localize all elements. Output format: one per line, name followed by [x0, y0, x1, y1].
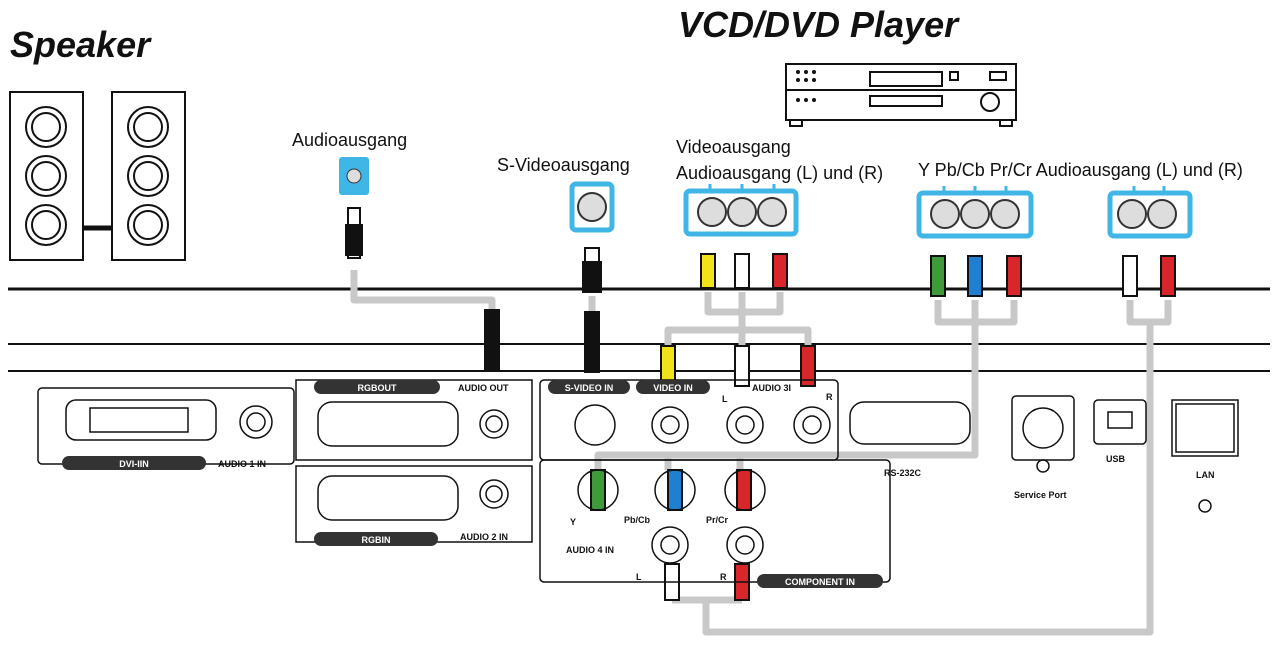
- audio-out-panel-label: AUDIO OUT: [458, 383, 509, 393]
- service-port-label: Service Port: [1014, 490, 1067, 500]
- dvi-in-label: DVI-IIN: [119, 459, 149, 469]
- audio1-in-label: AUDIO 1 IN: [218, 459, 266, 469]
- audio3-l-label: L: [722, 394, 728, 404]
- video-audio-out-label: Audioausgang (L) und (R): [676, 163, 884, 183]
- video-out-label: Videoausgang: [676, 137, 791, 157]
- audio2-in-label: AUDIO 2 IN: [460, 532, 508, 542]
- audio-lr-jacks-highlight: [1107, 190, 1193, 239]
- audio3-in-label: AUDIO 3I: [752, 383, 791, 393]
- speaker-heading: Speaker: [10, 24, 151, 65]
- component-pr-label: Pr/Cr: [706, 515, 729, 525]
- source-jacks: [339, 157, 1193, 239]
- audio4-in-label: AUDIO 4 IN: [566, 545, 614, 555]
- dvd-player-icon: [785, 63, 1017, 127]
- audio-cable: [350, 270, 496, 330]
- speaker-pair-icon: [9, 91, 186, 261]
- component-y-label: Y: [570, 517, 576, 527]
- plugs: [345, 207, 1176, 601]
- panel-label-bars: [62, 380, 883, 588]
- component-in-label: COMPONENT IN: [785, 577, 855, 587]
- audio3-r-label: R: [826, 392, 833, 402]
- av-cable-top-left: [704, 292, 746, 316]
- rgb-out-label: RGBOUT: [358, 383, 397, 393]
- lan-label: LAN: [1196, 470, 1215, 480]
- audio4-l-label: L: [636, 572, 642, 582]
- svideo-jack-highlight: [569, 181, 615, 233]
- player-heading: VCD/DVD Player: [678, 4, 959, 45]
- component-audio-out-label: Y Pb/Cb Pr/Cr Audioausgang (L) und (R): [918, 160, 1243, 180]
- rs232c-label: RS-232C: [884, 468, 922, 478]
- svideo-in-label: S-VIDEO IN: [565, 383, 614, 393]
- usb-label: USB: [1106, 454, 1126, 464]
- svideo-out-label: S-Videoausgang: [497, 155, 630, 175]
- panel-rules: [8, 287, 1270, 372]
- video-in-label: VIDEO IN: [653, 383, 693, 393]
- audio4-r-label: R: [720, 572, 727, 582]
- audio-out-label: Audioausgang: [292, 130, 408, 150]
- panel-text: DVI-IIN AUDIO 1 IN RGBOUT AUDIO OUT RGBI…: [119, 383, 1214, 587]
- projector-panel: [37, 379, 1239, 583]
- component-pb-label: Pb/Cb: [624, 515, 651, 525]
- rgb-in-label: RGBIN: [362, 535, 391, 545]
